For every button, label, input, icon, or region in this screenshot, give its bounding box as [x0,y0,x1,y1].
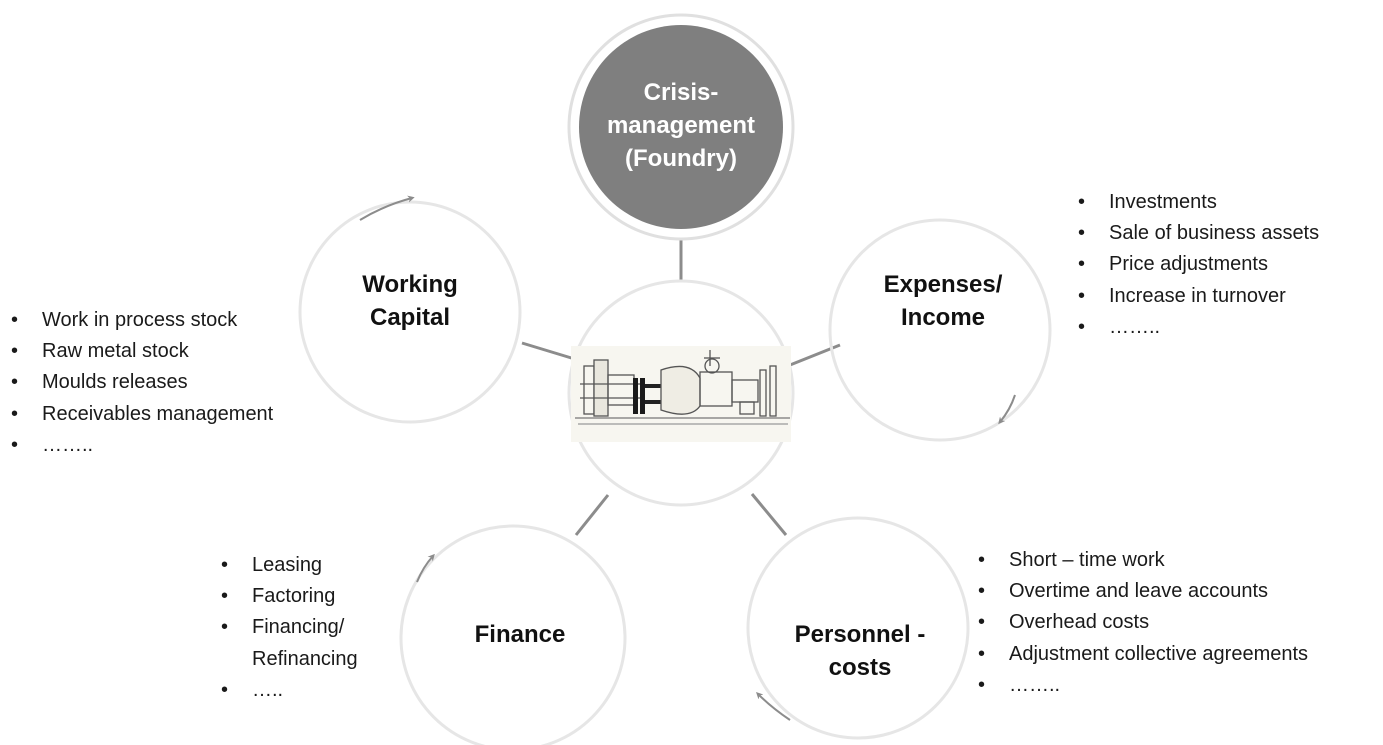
personnel-costs-label-line-2: costs [828,654,892,681]
list-item: ….. [218,675,358,706]
cycle-arrows [359,195,1016,721]
crisis-label-line-2: management [606,112,756,139]
expenses-income-label-line-2: Income [900,304,986,331]
segment-circles [298,200,1052,745]
circle-personnel-costs [746,516,970,740]
circle-finance [399,524,627,745]
list-item: Financing/ [218,612,358,643]
list-item: Work in process stock [8,305,273,336]
working-capital-list: Work in process stock Raw metal stock Mo… [8,305,273,461]
list-item: Price adjustments [1075,249,1319,280]
working-capital-label-line-2: Capital [369,304,450,331]
connector-finance [574,494,610,536]
crisis-label-line-3: (Foundry) [625,145,737,172]
expenses-income-label: Expenses/ Income [858,268,1028,334]
expenses-income-list: Investments Sale of business assets Pric… [1075,187,1319,343]
die-casting-machine-icon [571,346,791,442]
list-item: Leasing [218,550,358,581]
list-item: Moulds releases [8,367,273,398]
connector-working-capital [521,341,579,362]
list-item: Factoring [218,581,358,612]
list-item: Overhead costs [975,607,1308,638]
working-capital-label-line-1: Working [362,271,458,298]
arrow-expenses-income [998,394,1016,425]
list-item-continuation: Refinancing [252,647,358,670]
personnel-costs-list: Short – time work Overtime and leave acc… [975,545,1308,701]
arrow-personnel-costs [756,692,791,721]
personnel-costs-label-line-1: Personnel - [794,621,926,648]
list-item: Adjustment collective agreements [975,639,1308,670]
personnel-costs-label: Personnel - costs [765,618,955,684]
list-item: …….. [1075,312,1319,343]
finance-list: Leasing Factoring Financing/ Refinancing… [218,550,358,706]
finance-label: Finance [440,618,600,651]
circle-expenses-income [828,218,1052,442]
list-item: Receivables management [8,399,273,430]
list-item: Raw metal stock [8,336,273,367]
list-item: Overtime and leave accounts [975,576,1308,607]
finance-label-line-1: Finance [474,621,566,648]
crisis-label-line-1: Crisis- [643,79,719,106]
arrow-finance [416,553,435,583]
list-item: Short – time work [975,545,1308,576]
crisis-center-circle [579,25,783,229]
list-item: Investments [1075,187,1319,218]
list-item: …….. [975,670,1308,701]
list-item: Increase in turnover [1075,281,1319,312]
hub [567,279,795,507]
expenses-income-label-line-1: Expenses/ [883,271,1003,298]
connector-personnel [750,493,788,536]
crisis-management-label: Crisis- management (Foundry) [581,76,781,175]
working-capital-label: Working Capital [330,268,490,334]
list-item: …….. [8,430,273,461]
list-item: Sale of business assets [1075,218,1319,249]
arrow-working-capital [359,195,415,221]
